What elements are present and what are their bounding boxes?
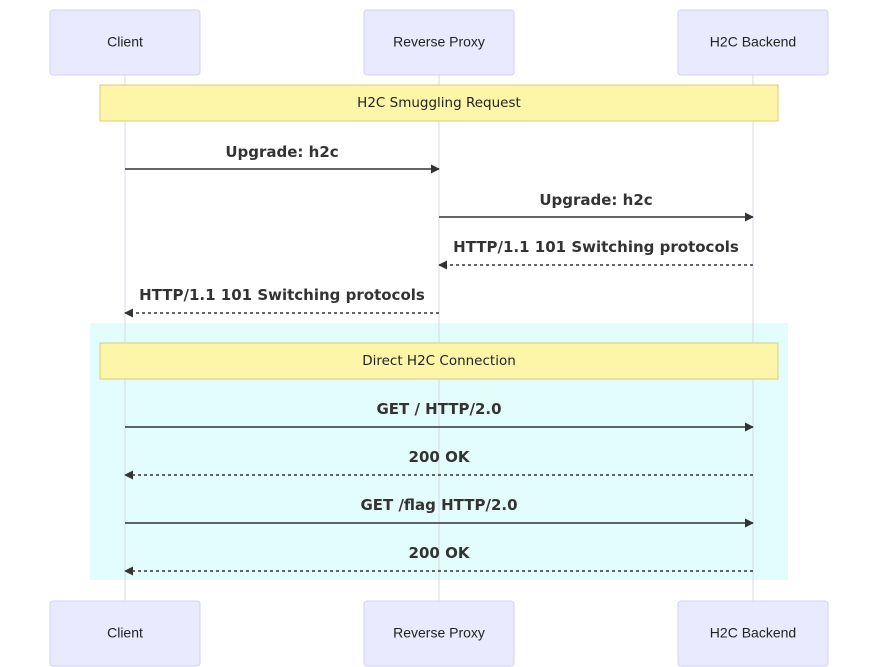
- note-text: H2C Smuggling Request: [357, 95, 521, 111]
- participants-bottom: Client Reverse Proxy H2C Backend: [49, 600, 829, 667]
- message-200-ok-flag: 200 OK: [124, 544, 753, 576]
- note-direct-connection: Direct H2C Connection: [99, 342, 779, 380]
- participant-client-top: Client: [49, 9, 201, 76]
- message-upgrade-to-backend: Upgrade: h2c: [439, 191, 754, 222]
- participant-box: [363, 9, 515, 76]
- message-get-flag: GET /flag HTTP/2.0: [125, 496, 754, 528]
- participant-label: H2C Backend: [710, 34, 796, 50]
- participant-box: [49, 600, 201, 667]
- participant-backend-top: H2C Backend: [677, 9, 829, 76]
- message-get-root: GET / HTTP/2.0: [125, 400, 754, 432]
- participant-label: Reverse Proxy: [393, 34, 485, 50]
- message-label: HTTP/1.1 101 Switching protocols: [139, 286, 425, 304]
- participant-label: Client: [107, 34, 143, 50]
- participant-client-bottom: Client: [49, 600, 201, 667]
- note-text: Direct H2C Connection: [362, 353, 516, 369]
- note-box: [99, 342, 779, 380]
- message-label: Upgrade: h2c: [225, 143, 338, 161]
- message-label: 200 OK: [409, 448, 471, 466]
- participant-box: [49, 9, 201, 76]
- message-switching-to-proxy: HTTP/1.1 101 Switching protocols: [438, 238, 753, 270]
- participant-label: Client: [107, 625, 143, 641]
- message-200-ok-root: 200 OK: [124, 448, 753, 480]
- message-label: Upgrade: h2c: [539, 191, 652, 209]
- message-label: GET / HTTP/2.0: [376, 400, 501, 418]
- message-label: GET /flag HTTP/2.0: [360, 496, 517, 514]
- message-label: HTTP/1.1 101 Switching protocols: [453, 238, 739, 256]
- lifelines: [124, 75, 754, 601]
- message-label: 200 OK: [409, 544, 471, 562]
- participant-proxy-bottom: Reverse Proxy: [363, 600, 515, 667]
- participants-top: Client Reverse Proxy H2C Backend: [49, 9, 829, 76]
- participant-box: [677, 600, 829, 667]
- participant-proxy-top: Reverse Proxy: [363, 9, 515, 76]
- note-smuggling-request: H2C Smuggling Request: [99, 84, 779, 122]
- note-box: [99, 84, 779, 122]
- participant-box: [677, 9, 829, 76]
- participant-label: H2C Backend: [710, 625, 796, 641]
- participant-backend-bottom: H2C Backend: [677, 600, 829, 667]
- message-switching-to-client: HTTP/1.1 101 Switching protocols: [124, 286, 439, 318]
- participant-label: Reverse Proxy: [393, 625, 485, 641]
- participant-box: [363, 600, 515, 667]
- message-upgrade-to-proxy: Upgrade: h2c: [125, 143, 440, 174]
